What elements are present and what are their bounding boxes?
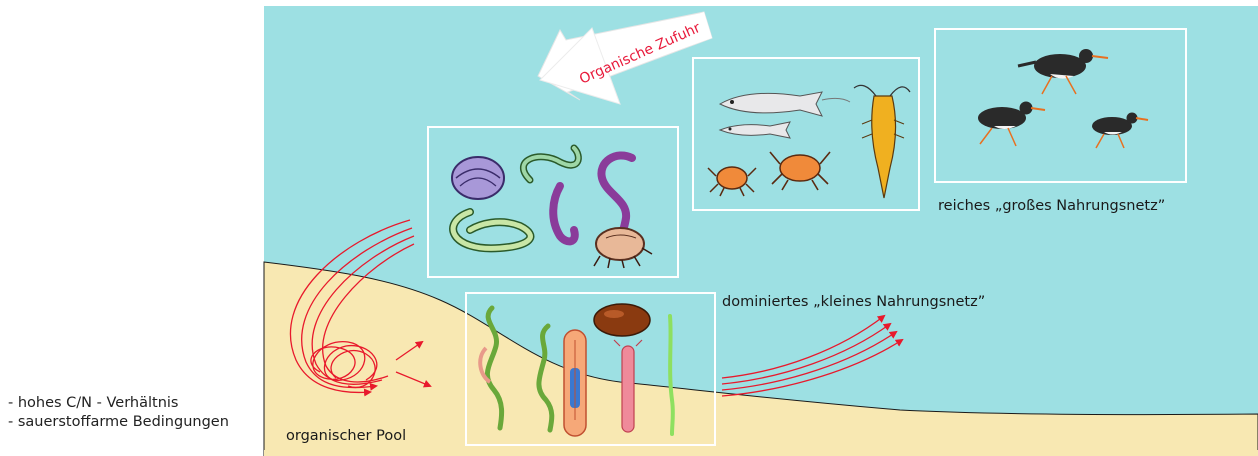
clam-icon	[452, 157, 504, 199]
small-food-web-label: dominiertes „kleines Nahrungsnetz”	[722, 294, 985, 310]
organic-pool-label: organischer Pool	[286, 428, 406, 444]
sediment-conditions-notes: - hohes C/N - Verhältnis - sauerstoffarm…	[8, 394, 229, 432]
oligochaete-icon	[564, 330, 586, 436]
cn-ratio-note: - hohes C/N - Verhältnis	[8, 394, 229, 413]
low-oxygen-note: - sauerstoffarme Bedingungen	[8, 413, 229, 432]
pellet-icon	[594, 304, 650, 336]
big-food-web-label: reiches „großes Nahrungsnetz”	[938, 198, 1165, 214]
